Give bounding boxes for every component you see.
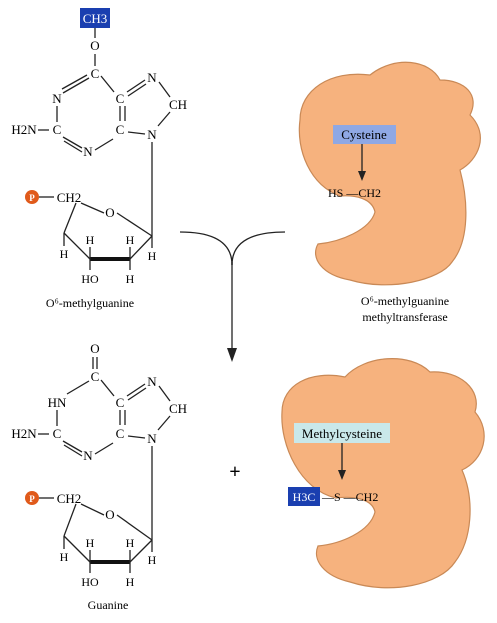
carbon-c6: C <box>91 66 100 81</box>
carbonyl-oxygen: O <box>90 341 99 356</box>
methyl-group-label: CH3 <box>83 11 108 26</box>
h-c4: H <box>60 550 69 564</box>
methyl-group-box <box>80 8 110 28</box>
phosphate-label: P <box>29 494 35 504</box>
methylcysteine-box <box>294 423 390 443</box>
carbon-c6: C <box>91 369 100 384</box>
carbon-c2: C <box>53 122 62 137</box>
ring-oxygen: O <box>105 205 114 220</box>
carbon-c2: C <box>53 426 62 441</box>
reactant-label: O⁶-methylguanine <box>46 296 134 310</box>
h-c1: H <box>148 249 157 263</box>
h-c2-lower: H <box>126 272 135 286</box>
enzyme-reactant: Cysteine HS —CH2 O⁶-methylguanine methyl… <box>298 61 481 324</box>
ch2-group: CH2 <box>57 491 82 506</box>
cysteine-box <box>333 125 396 144</box>
cysteine-label: Cysteine <box>341 127 387 142</box>
enzyme-label-line1: O⁶-methylguanine <box>361 294 449 308</box>
enzyme-product: Methylcysteine H3C —S —CH2 <box>281 358 485 589</box>
h-c2-upper: H <box>126 233 135 247</box>
nitrogen-n3: N <box>83 448 93 463</box>
hydroxyl-group: HO <box>81 575 99 589</box>
h-c4: H <box>60 247 69 261</box>
methyl-group-box <box>288 487 320 506</box>
nitrogen-n3: N <box>83 144 93 159</box>
nitrogen-n9: N <box>147 127 157 142</box>
ring-oxygen: O <box>105 507 114 522</box>
nitrogen-n1-h: HN <box>48 395 67 410</box>
carbon-c5: C <box>116 91 125 106</box>
guanine-structure: O C HN C H2N N C C N CH N P CH2 O <box>11 341 187 612</box>
phosphate-icon <box>25 491 39 505</box>
carbon-c5: C <box>116 395 125 410</box>
sulfhydryl-group: HS —CH2 <box>328 186 381 200</box>
plus-sign: + <box>229 461 240 483</box>
nitrogen-n7: N <box>147 374 157 389</box>
carbon-c8: CH <box>169 401 187 416</box>
amino-group: H2N <box>11 122 37 137</box>
oxygen-atom: O <box>90 38 99 53</box>
phosphate-icon <box>25 190 39 204</box>
methylcysteine-label: Methylcysteine <box>302 426 382 441</box>
thioether-link: —S —CH2 <box>321 490 378 504</box>
carbon-c4: C <box>116 426 125 441</box>
nitrogen-n9: N <box>147 431 157 446</box>
h-c3: H <box>86 536 95 550</box>
phosphate-label: P <box>29 193 35 203</box>
carbon-c4: C <box>116 122 125 137</box>
h-c1: H <box>148 553 157 567</box>
enzyme-label-line2: methyltransferase <box>362 310 447 324</box>
h-c2-upper: H <box>126 536 135 550</box>
nitrogen-n1: N <box>52 91 62 106</box>
amino-group: H2N <box>11 426 37 441</box>
protein-blob-bottom <box>281 358 485 589</box>
carbon-c8: CH <box>169 97 187 112</box>
h-c3: H <box>86 233 95 247</box>
nitrogen-n7: N <box>147 70 157 85</box>
product-label: Guanine <box>88 598 129 612</box>
reaction-arrow <box>179 231 286 362</box>
methyl-group-label: H3C <box>293 490 316 504</box>
ch2-group: CH2 <box>57 190 82 205</box>
protein-blob-top <box>298 61 481 286</box>
hydroxyl-group: HO <box>81 272 99 286</box>
h-c2-lower: H <box>126 575 135 589</box>
o6-methylguanine-structure: CH3 O C N C H2N N C C N CH N P <box>11 8 187 310</box>
